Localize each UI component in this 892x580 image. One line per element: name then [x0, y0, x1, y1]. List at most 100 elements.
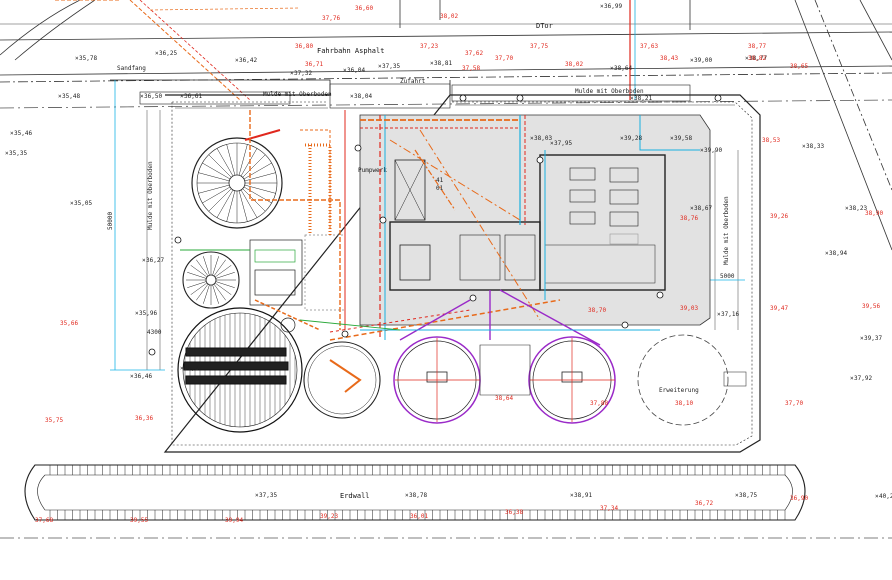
elevation-label: 38,03: [534, 135, 552, 142]
zufahrt-label: Zufahrt: [400, 78, 426, 85]
elevation-marker: ×: [10, 130, 14, 137]
elevation-label-red: 38,76: [680, 215, 698, 222]
mulde-top-right-label: Mulde mit Oberboden: [575, 88, 644, 95]
elevation-label-red: 36,36: [135, 415, 153, 422]
elevation-marker: ×: [690, 205, 694, 212]
elevation-label-red: 38,02: [565, 61, 583, 68]
elevation-marker: ×: [610, 65, 614, 72]
elevation-marker: ×: [75, 55, 79, 62]
elevation-marker: ×: [690, 57, 694, 64]
elevation-label: 35,05: [74, 200, 92, 207]
elevation-label-red: 37,23: [420, 43, 438, 50]
mulde-strips: [146, 104, 739, 370]
elevation-label: 39,00: [694, 57, 712, 64]
elevation-label-red: 35,75: [45, 417, 63, 424]
paved-area: [359, 114, 711, 326]
elevation-marker: ×: [430, 60, 434, 67]
elevation-label-red: 36,90: [790, 495, 808, 502]
twin-tanks: [393, 336, 616, 424]
elevation-label: 36,42: [239, 57, 257, 64]
elevation-marker: ×: [350, 93, 354, 100]
elevation-label: 38,04: [354, 93, 372, 100]
elevation-label-red: 38,02: [440, 13, 458, 20]
elevation-label-red: 37,70: [785, 400, 803, 407]
extension-tank: [637, 334, 747, 426]
elevation-marker: ×: [550, 140, 554, 147]
elevation-label-red: 37,58: [462, 65, 480, 72]
elevation-label-red: 39,03: [680, 305, 698, 312]
elevation-marker: ×: [180, 365, 184, 372]
elevation-label: 36,27: [146, 257, 164, 264]
elevation-label-red: 39,55: [130, 517, 148, 524]
elevation-label: 35,78: [79, 55, 97, 62]
elevation-marker: ×: [670, 135, 674, 142]
elevation-label-red: 39,47: [770, 305, 788, 312]
elevation-marker: ×: [58, 93, 62, 100]
elevation-label-red: 39,56: [862, 303, 880, 310]
elevation-label-red: 36,38: [505, 509, 523, 516]
elevation-marker: ×: [180, 93, 184, 100]
utility-lines-top: [55, 0, 636, 101]
elevation-label: 37,35: [382, 63, 400, 70]
elevation-marker: ×: [290, 70, 294, 77]
elevation-label: 36,50: [144, 93, 162, 100]
elevation-label-red: 38,77: [748, 43, 766, 50]
elevation-label: 38,94: [829, 250, 847, 257]
equipment-block: [249, 234, 346, 333]
elevation-marker: ×: [875, 493, 879, 500]
elevation-label: 35,46: [14, 130, 32, 137]
elevation-marker: ×: [378, 63, 382, 70]
elevation-label: 38,21: [634, 95, 652, 102]
elevation-label-red: 37,34: [600, 505, 618, 512]
elevation-label-red: 38,43: [660, 55, 678, 62]
elevation-label-red: 36,60: [355, 5, 373, 12]
elevation-label: 37,32: [294, 70, 312, 77]
elevation-marker: ×: [860, 335, 864, 342]
elevation-marker: ×: [70, 200, 74, 207]
elevation-marker: ×: [405, 492, 409, 499]
elevation-label: 37,16: [721, 311, 739, 318]
elevation-label: 39,58: [674, 135, 692, 142]
elevation-marker: ×: [600, 3, 604, 10]
elevation-label: 38,91: [574, 492, 592, 499]
elevation-marker: ×: [142, 257, 146, 264]
elevation-label: 36,61: [184, 93, 202, 100]
dimension-50000: 50000: [107, 212, 114, 230]
dimension-4300: 4300: [147, 329, 162, 336]
dimension-5000: 5000: [720, 273, 735, 280]
mulde-left-label: Mulde mit Oberboden: [147, 161, 154, 230]
elevation-marker: ×: [745, 55, 749, 62]
elevation-label-red: 37,63: [640, 43, 658, 50]
elevation-label-red: 36,72: [695, 500, 713, 507]
elevation-label-red: 39,23: [320, 513, 338, 520]
elevation-marker: ×: [802, 143, 806, 150]
elevation-label: 39,28: [624, 135, 642, 142]
elevation-label: 37,95: [554, 140, 572, 147]
elevation-label: 35,35: [9, 150, 27, 157]
elevation-label: 38,67: [694, 205, 712, 212]
elevation-label-red: 39,94: [225, 517, 243, 524]
elevation-label: 38,64: [614, 65, 632, 72]
elevation-label-red: 38,64: [495, 395, 513, 402]
elevation-label-red: 37,68: [35, 517, 53, 524]
pumpwerk-label: Pumpwerk: [358, 167, 387, 174]
elevation-marker: ×: [5, 150, 9, 157]
elevation-label: 35,96: [139, 310, 157, 317]
elevation-label-red: 38,90: [865, 210, 883, 217]
elevation-label: 37,92: [854, 375, 872, 382]
elevation-marker: ×: [255, 492, 259, 499]
elevation-label-red: 37,88: [590, 400, 608, 407]
elevation-marker: ×: [140, 93, 144, 100]
manholes: [148, 94, 722, 356]
pipe-network: [180, 110, 700, 346]
tor-label: DTor: [536, 22, 553, 30]
elevation-label: 39,37: [864, 335, 882, 342]
elevation-marker: ×: [845, 205, 849, 212]
elevation-label: 36,99: [604, 3, 622, 10]
erweiterung-label: Erweiterung: [659, 387, 699, 394]
process-building: [389, 154, 666, 291]
elevation-label-red: 38,53: [762, 137, 780, 144]
elevation-marker: ×: [825, 250, 829, 257]
road-label: Fahrbahn Asphalt: [317, 47, 384, 55]
elevation-label-red: 36,80: [295, 43, 313, 50]
